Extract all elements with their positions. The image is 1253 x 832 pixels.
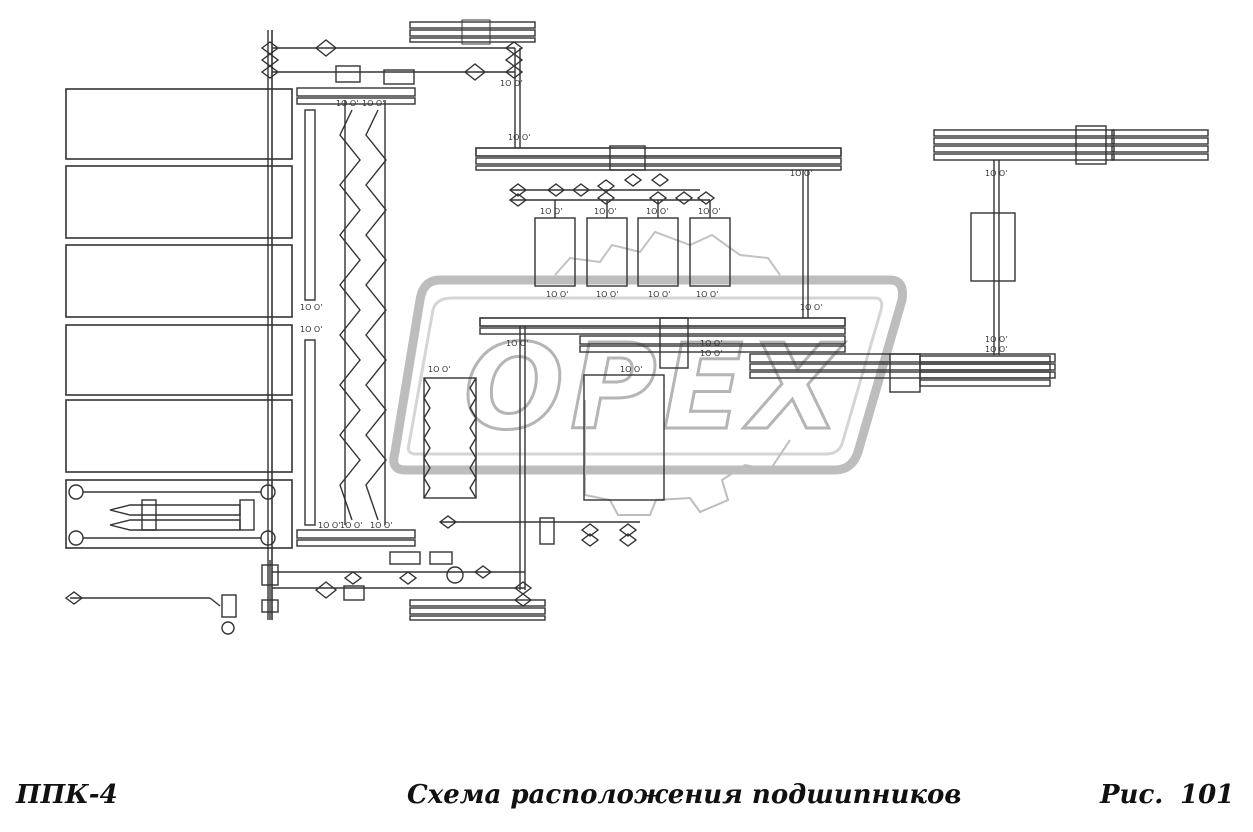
svg-text:1O Oʼ: 1O Oʼ [620,365,643,374]
bearing-diamonds-top [260,39,524,85]
svg-text:1O Oʼ: 1O Oʼ [318,521,341,530]
bearing-codes: 1O Oʼ 1O Oʼ 1O Oʼ 1O Oʼ 1O Oʼ 1O Oʼ 1O O… [300,79,1008,530]
svg-text:1O Oʼ: 1O Oʼ [790,169,813,178]
figure-title: Схема расположения подшипников [407,780,962,810]
right-assembly [889,125,1209,393]
svg-text:1O Oʼ: 1O Oʼ [540,207,563,216]
svg-text:1O Oʼ: 1O Oʼ [646,207,669,216]
zigzag-chain-2 [365,109,387,521]
svg-text:1O Oʼ: 1O Oʼ [648,290,671,299]
svg-text:1O Oʼ: 1O Oʼ [698,207,721,216]
zigzag-chain-1 [339,109,361,521]
figure-number: 101 [1180,780,1235,810]
svg-text:1O Oʼ: 1O Oʼ [985,169,1008,178]
svg-text:1O Oʼ: 1O Oʼ [700,349,723,358]
central-diamonds [508,173,716,207]
svg-text:1O Oʼ: 1O Oʼ [546,290,569,299]
central-boxes [534,200,731,287]
svg-text:1O Oʼ: 1O Oʼ [336,99,359,108]
svg-text:1O Oʼ: 1O Oʼ [596,290,619,299]
svg-text:1O Oʼ: 1O Oʼ [696,290,719,299]
svg-text:1O Oʼ: 1O Oʼ [500,79,523,88]
svg-text:1O Oʼ: 1O Oʼ [594,207,617,216]
svg-text:1O Oʼ: 1O Oʼ [985,335,1008,344]
svg-text:1O Oʼ: 1O Oʼ [508,133,531,142]
svg-text:1O Oʼ: 1O Oʼ [428,365,451,374]
svg-text:1O Oʼ: 1O Oʼ [700,339,723,348]
model-label: ППК-4 [16,780,118,810]
svg-text:1O Oʼ: 1O Oʼ [506,339,529,348]
svg-text:1O Oʼ: 1O Oʼ [300,303,323,312]
top-pulleys [409,19,546,621]
left-frame-units [65,88,293,549]
svg-text:1O Oʼ: 1O Oʼ [985,345,1008,354]
svg-text:1O Oʼ: 1O Oʼ [370,521,393,530]
svg-text:1O Oʼ: 1O Oʼ [362,99,385,108]
watermark: OPEX [389,230,907,516]
svg-text:1O Oʼ: 1O Oʼ [340,521,363,530]
knife-unit [68,484,276,546]
schematic [64,19,1209,635]
svg-text:1O Oʼ: 1O Oʼ [800,303,823,312]
box-lower [583,374,665,501]
svg-text:1O Oʼ: 1O Oʼ [300,325,323,334]
bearing-layout-diagram: OPEX [64,19,1209,635]
figure-label: Рис. [1100,780,1164,810]
